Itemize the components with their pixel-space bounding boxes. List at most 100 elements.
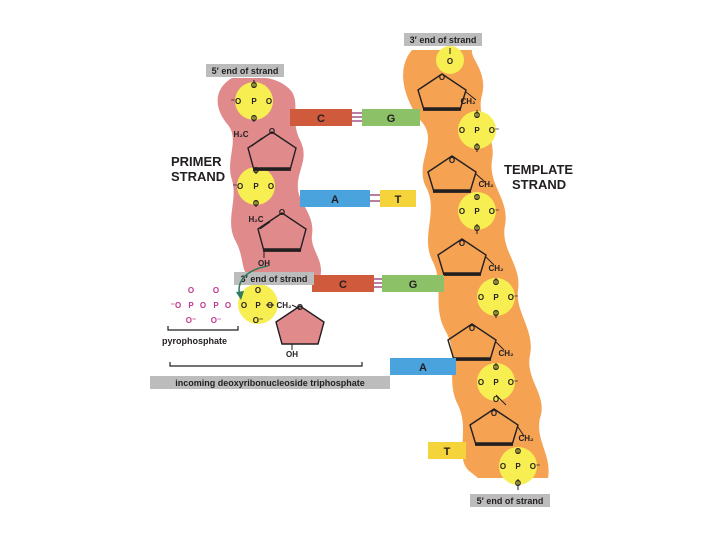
template-5-end-label: 5′ end of strand: [477, 496, 544, 506]
primer-5-end-label: 5′ end of strand: [212, 66, 279, 76]
sugar-ring: [247, 131, 297, 171]
atom-label: O: [493, 278, 499, 287]
base-a-bar: [390, 358, 456, 375]
atom-label: O: [474, 193, 480, 202]
atom-label: P: [474, 126, 480, 135]
atom-label: CH₂: [498, 349, 514, 358]
atom-label: CH₂: [460, 97, 476, 106]
atom-label: O⁻: [489, 126, 499, 135]
atom-label: P: [251, 97, 257, 106]
atom-label: O: [459, 239, 465, 248]
sugar-ring: [417, 73, 467, 111]
atom-label: P: [493, 378, 499, 387]
incoming-label: incoming deoxyribonucleoside triphosphat…: [175, 378, 365, 388]
atom-label: O: [449, 156, 455, 165]
atom-label: H₂C: [248, 215, 263, 224]
base-label: G: [387, 113, 396, 125]
base-label: T: [444, 446, 451, 458]
atom-label: CH₂: [276, 301, 292, 310]
label-box: [150, 376, 390, 389]
atom-label: ⁻O: [233, 182, 243, 191]
atom-label: O⁻: [489, 207, 499, 216]
atom-label: P: [515, 462, 521, 471]
arrow-head: [236, 291, 244, 300]
base-label: C: [317, 113, 325, 125]
atom-label: O: [493, 309, 499, 318]
base-a-bar: [300, 190, 370, 207]
atom-label: O: [515, 447, 521, 456]
sugar-ring: [469, 408, 519, 446]
label-box: [404, 33, 482, 46]
atom-label: P: [255, 301, 261, 310]
pyrophosphate-atom: P: [213, 301, 219, 310]
atom-label: OH: [286, 350, 298, 359]
base-c-bar: [312, 275, 374, 292]
atom-label: OH: [258, 259, 270, 268]
atom-label: O⁻: [530, 462, 540, 471]
base-label: C: [339, 279, 347, 291]
atom-label: O⁻: [253, 316, 263, 325]
sugar-ring: [275, 305, 325, 345]
atom-label: CH₂: [488, 264, 504, 273]
base-c-bar: [290, 109, 352, 126]
atom-label: O: [251, 81, 257, 90]
base-label: G: [409, 279, 418, 291]
template-3-end-label: 3′ end of strand: [410, 35, 477, 45]
template-strand-label: TEMPLATE: [504, 162, 573, 177]
atom-label: O: [269, 127, 275, 136]
base-label: T: [395, 194, 402, 206]
pyrophosphate-atom: ⁻O: [171, 301, 181, 310]
atom-label: P: [493, 293, 499, 302]
atom-label: P: [474, 207, 480, 216]
atom-label: O: [251, 114, 257, 123]
pyrophosphate-atom: O: [225, 301, 231, 310]
phosphate-circle: [499, 447, 537, 485]
atom-label: O: [474, 111, 480, 120]
phosphate-circle: [436, 46, 464, 74]
label-box: [470, 494, 550, 507]
base-label: A: [331, 194, 339, 206]
atom-label: O: [267, 301, 273, 310]
pyrophosphate-atom: O⁻: [211, 316, 221, 325]
atom-label: O: [478, 378, 484, 387]
atom-label: O: [279, 208, 285, 217]
label-box: [234, 272, 314, 285]
atom-label: O: [469, 324, 475, 333]
label-box: [206, 64, 284, 77]
atom-label: O: [268, 182, 274, 191]
atom-label: CH₂: [518, 434, 534, 443]
atom-label: H₂C: [233, 130, 248, 139]
atom-label: P: [253, 182, 259, 191]
triphosphate-bonds: [266, 304, 301, 350]
incoming-bracket: [169, 362, 363, 367]
pyrophosphate-label: pyrophosphate: [162, 336, 227, 346]
atom-label: O: [255, 286, 261, 295]
base-t-bar: [380, 190, 416, 207]
primer-3-end-label: 3′ end of strand: [241, 274, 308, 284]
primer-strand-label: STRAND: [171, 169, 225, 184]
base-t-bar: [428, 442, 466, 459]
atom-label: O: [266, 97, 272, 106]
phosphate-circle: [238, 284, 278, 324]
atom-label: CH₂: [478, 180, 494, 189]
phosphate-circle: [458, 192, 496, 230]
template-strand-label: STRAND: [512, 177, 566, 192]
sugar-ring: [437, 238, 487, 276]
atom-label: O: [241, 301, 247, 310]
pyrophosphate-atom: P: [188, 301, 194, 310]
atom-label: ⁻O: [231, 97, 241, 106]
sugar-ring: [257, 212, 307, 252]
pyrophosphate-atom: O: [200, 301, 206, 310]
phosphate-circle: [235, 82, 273, 120]
atom-label: O: [447, 57, 453, 66]
phosphate-circle: [477, 278, 515, 316]
phosphate-circle: [477, 363, 515, 401]
atom-label: O: [459, 126, 465, 135]
atom-label: O: [459, 207, 465, 216]
atom-label: O: [439, 73, 445, 82]
pyrophosphate-bracket: [167, 326, 239, 331]
atom-label: O: [297, 303, 303, 312]
atom-label: O: [500, 462, 506, 471]
template-strand-ribbon: [403, 50, 549, 478]
